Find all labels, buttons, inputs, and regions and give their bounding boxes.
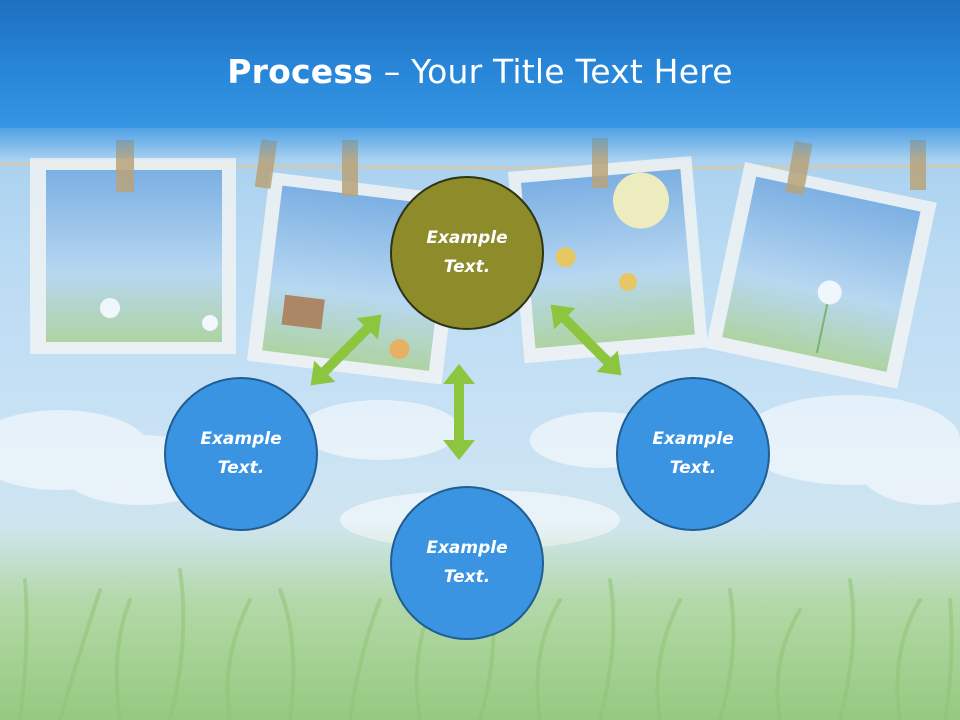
node-bottom: Example Text.	[390, 486, 544, 640]
node-top-label-line2: Text.	[443, 257, 491, 277]
node-left-label: Example Text.	[181, 425, 301, 483]
node-bottom-label: Example Text.	[407, 534, 527, 592]
node-right-label-line2: Text.	[669, 458, 717, 478]
title-bar	[0, 0, 960, 128]
node-top: Example Text.	[390, 176, 544, 330]
arrow-top-bottom	[443, 364, 475, 460]
arrow-top-left	[310, 314, 382, 386]
slide-title-rest: – Your Title Text Here	[373, 52, 733, 91]
slide-title-bold: Process	[227, 52, 374, 91]
slide-title: Process – Your Title Text Here	[0, 52, 960, 91]
node-bottom-label-line1: Example	[426, 538, 508, 558]
node-right-label: Example Text.	[633, 425, 753, 483]
node-left: Example Text.	[164, 377, 318, 531]
node-top-label: Example Text.	[407, 224, 527, 282]
arrow-top-right	[550, 304, 622, 376]
node-right: Example Text.	[616, 377, 770, 531]
node-top-label-line1: Example	[426, 228, 508, 248]
node-bottom-label-line2: Text.	[443, 567, 491, 587]
title-bar-fade	[0, 126, 960, 160]
node-right-label-line1: Example	[652, 429, 734, 449]
node-left-label-line1: Example	[200, 429, 282, 449]
node-left-label-line2: Text.	[217, 458, 265, 478]
